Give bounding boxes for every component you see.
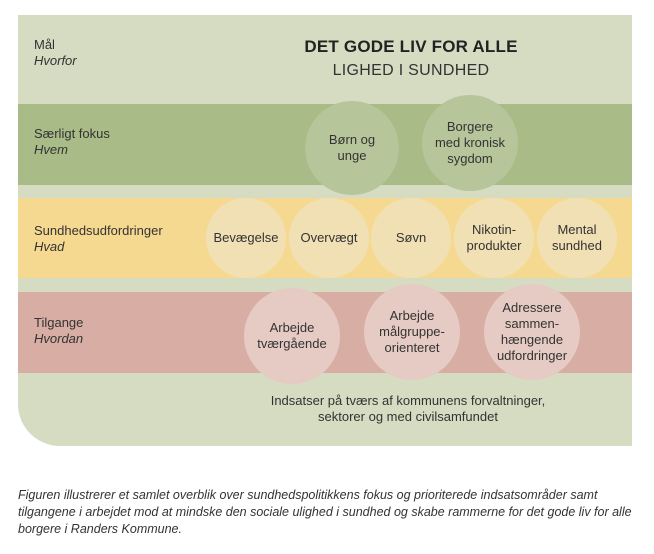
goal-label-text: Mål [34, 37, 55, 52]
diagram: Mål Hvorfor DET GODE LIV FOR ALLE LIGHED… [18, 15, 632, 446]
bottom-text: Indsatser på tværs af kommunens forvaltn… [270, 393, 546, 424]
diagram-title: DET GODE LIV FOR ALLE [304, 37, 518, 56]
circle-nikotin: Nikotin- produkter [454, 198, 534, 278]
goal-question: Hvorfor [34, 53, 77, 68]
band-focus-label-text: Særligt fokus [34, 126, 110, 141]
band-focus-question: Hvem [34, 142, 68, 157]
circle-bevaegelse: Bevægelse [206, 198, 286, 278]
figure-caption: Figuren illustrerer et samlet overblik o… [18, 488, 632, 536]
band-challenges-label-text: Sundhedsudfordringer [34, 223, 163, 238]
circle-kronisk-sygdom: Borgere med kronisk sygdom [422, 95, 518, 191]
band-approaches-label-text: Tilgange [34, 315, 84, 330]
circle-mental-sundhed: Mental sundhed [537, 198, 617, 278]
circle-sovn: Søvn [371, 198, 451, 278]
band-approaches-label: Tilgange Hvordan [34, 315, 83, 347]
circle-born-og-unge: Børn og unge [305, 101, 399, 195]
circle-overvaegt: Overvægt [289, 198, 369, 278]
band-challenges-question: Hvad [34, 239, 65, 254]
band-focus-label: Særligt fokus Hvem [34, 126, 110, 158]
circle-tvaergaende: Arbejde tværgående [244, 288, 340, 384]
band-approaches-question: Hvordan [34, 331, 84, 346]
diagram-subtitle: LIGHED I SUNDHED [332, 62, 490, 79]
band-challenges-label: Sundhedsudfordringer Hvad [34, 223, 163, 255]
goal-label: Mål Hvorfor [34, 37, 77, 69]
circle-malgruppeorienteret: Arbejde målgruppe- orienteret [364, 284, 460, 380]
circle-sammenhaengende: Adressere sammen- hængende udfordringer [484, 284, 580, 380]
